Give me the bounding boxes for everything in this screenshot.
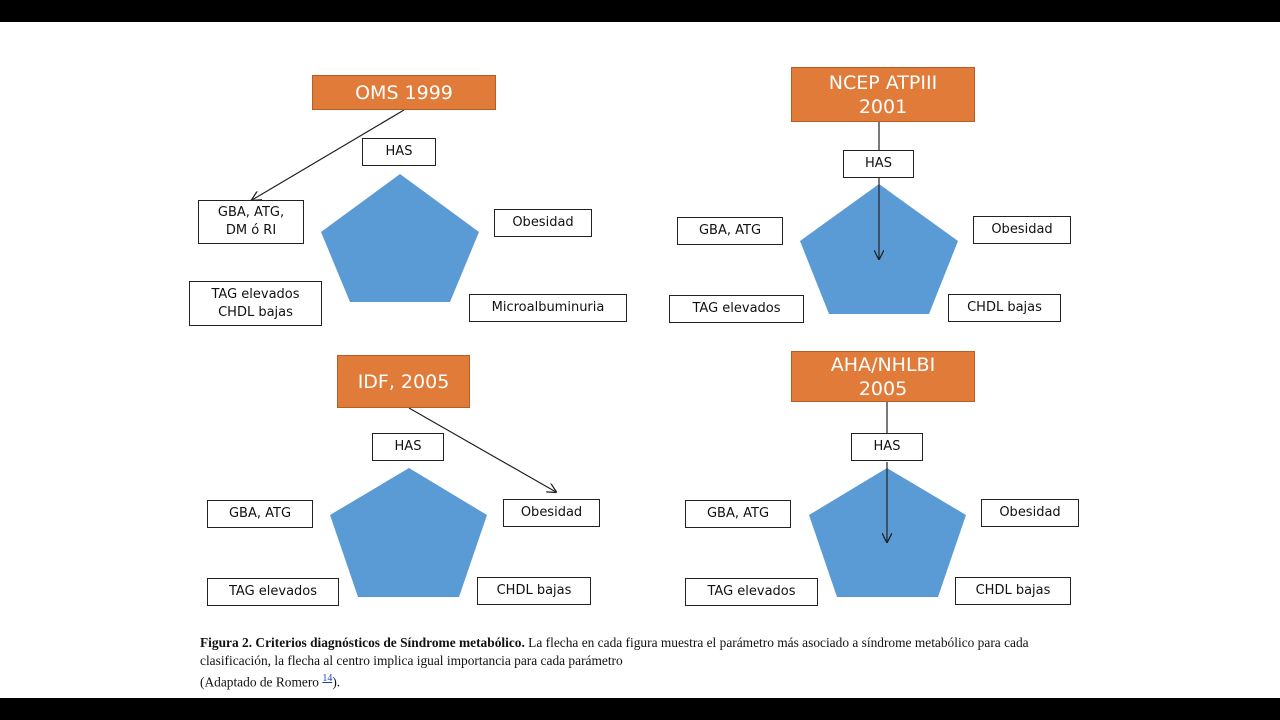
box-ncep-tag: TAG elevados: [669, 295, 804, 323]
box-idf-has: HAS: [372, 433, 444, 461]
pentagon-idf: [330, 468, 487, 597]
diagram-shapes: [0, 109, 966, 597]
title-ncep: NCEP ATPIII 2001: [791, 67, 975, 122]
caption-text: La flecha en cada figura muestra el pará…: [200, 635, 1029, 668]
arrow-idf: [408, 407, 556, 492]
box-idf-tag: TAG elevados: [207, 578, 339, 606]
title-oms: OMS 1999: [312, 75, 496, 110]
box-aha-has: HAS: [851, 433, 923, 461]
box-ncep-obesidad: Obesidad: [973, 216, 1071, 244]
box-aha-chdl: CHDL bajas: [955, 577, 1071, 605]
caption-reference-link[interactable]: 14: [322, 673, 333, 684]
caption-source-prefix: (Adaptado de Romero: [200, 674, 323, 690]
arrow-oms: [252, 109, 405, 200]
pentagon-oms: [321, 174, 479, 302]
figure-caption: Figura 2. Criterios diagnósticos de Sínd…: [200, 634, 1080, 691]
box-ncep-gba: GBA, ATG: [677, 217, 783, 245]
title-idf: IDF, 2005: [337, 355, 470, 408]
box-idf-gba: GBA, ATG: [207, 500, 313, 528]
box-ncep-chdl: CHDL bajas: [948, 294, 1061, 322]
slide: OMS 1999 HAS GBA, ATG, DM ó RI Obesidad …: [0, 22, 1280, 698]
caption-source-suffix: ).: [332, 674, 341, 690]
box-oms-obesidad: Obesidad: [494, 209, 592, 237]
box-idf-chdl: CHDL bajas: [477, 577, 591, 605]
box-ncep-has: HAS: [843, 150, 914, 178]
box-aha-gba: GBA, ATG: [685, 500, 791, 528]
box-oms-has: HAS: [362, 138, 436, 166]
box-idf-obesidad: Obesidad: [503, 499, 600, 527]
title-aha: AHA/NHLBI 2005: [791, 351, 975, 402]
box-aha-tag: TAG elevados: [685, 578, 818, 606]
box-aha-obesidad: Obesidad: [981, 499, 1079, 527]
box-oms-tag-chdl: TAG elevados CHDL bajas: [189, 281, 322, 326]
box-oms-microalbuminuria: Microalbuminuria: [469, 294, 627, 322]
caption-bold: Figura 2. Criterios diagnósticos de Sínd…: [200, 635, 525, 650]
box-oms-gba: GBA, ATG, DM ó RI: [198, 200, 304, 244]
